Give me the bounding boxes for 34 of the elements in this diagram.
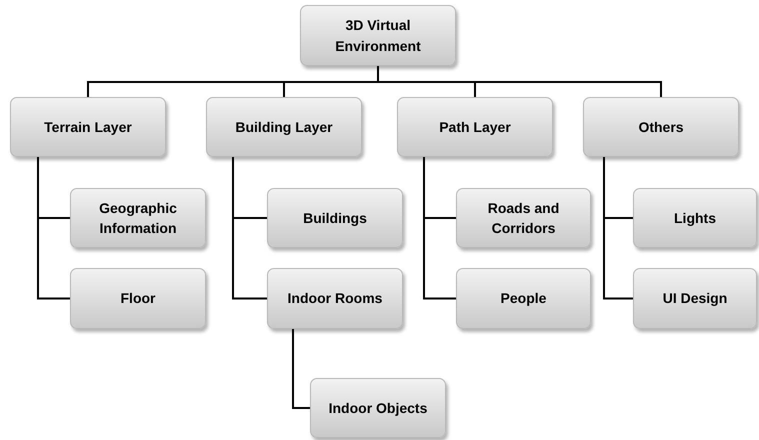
category-box — [583, 97, 739, 157]
connector-line — [603, 157, 633, 300]
box-label: Buildings — [302, 208, 368, 228]
box-label: Floor — [120, 289, 156, 308]
box-label: Others — [637, 118, 685, 137]
box-label: Building Layer — [234, 118, 334, 137]
box-label: 3D Virtual Environment — [334, 16, 422, 56]
category-box — [267, 268, 403, 329]
category-box — [10, 97, 166, 157]
category-box — [397, 97, 553, 157]
connector-line — [423, 157, 456, 300]
box-label: Path Layer — [438, 118, 512, 137]
category-box — [456, 268, 591, 329]
box-label: Indoor Objects — [328, 398, 428, 418]
connector-line — [37, 157, 70, 300]
category-box — [70, 188, 206, 248]
category-box — [267, 188, 403, 248]
box-label: People — [500, 289, 548, 308]
category-box — [633, 188, 757, 248]
category-box — [456, 188, 591, 248]
box-label: Lights — [673, 208, 717, 228]
connector-line — [292, 329, 310, 409]
connector-line — [377, 66, 662, 97]
category-box — [300, 5, 456, 66]
category-box — [70, 268, 206, 329]
box-label: UI Design — [662, 289, 728, 308]
category-box — [310, 378, 446, 438]
category-box — [206, 97, 362, 157]
box-label: Terrain Layer — [43, 118, 133, 137]
connector-line — [232, 157, 267, 300]
box-label: Geographic Information — [98, 198, 178, 238]
box-label: Indoor Rooms — [286, 289, 384, 308]
box-label: Roads and Corridors — [486, 198, 560, 238]
category-box — [633, 268, 757, 329]
